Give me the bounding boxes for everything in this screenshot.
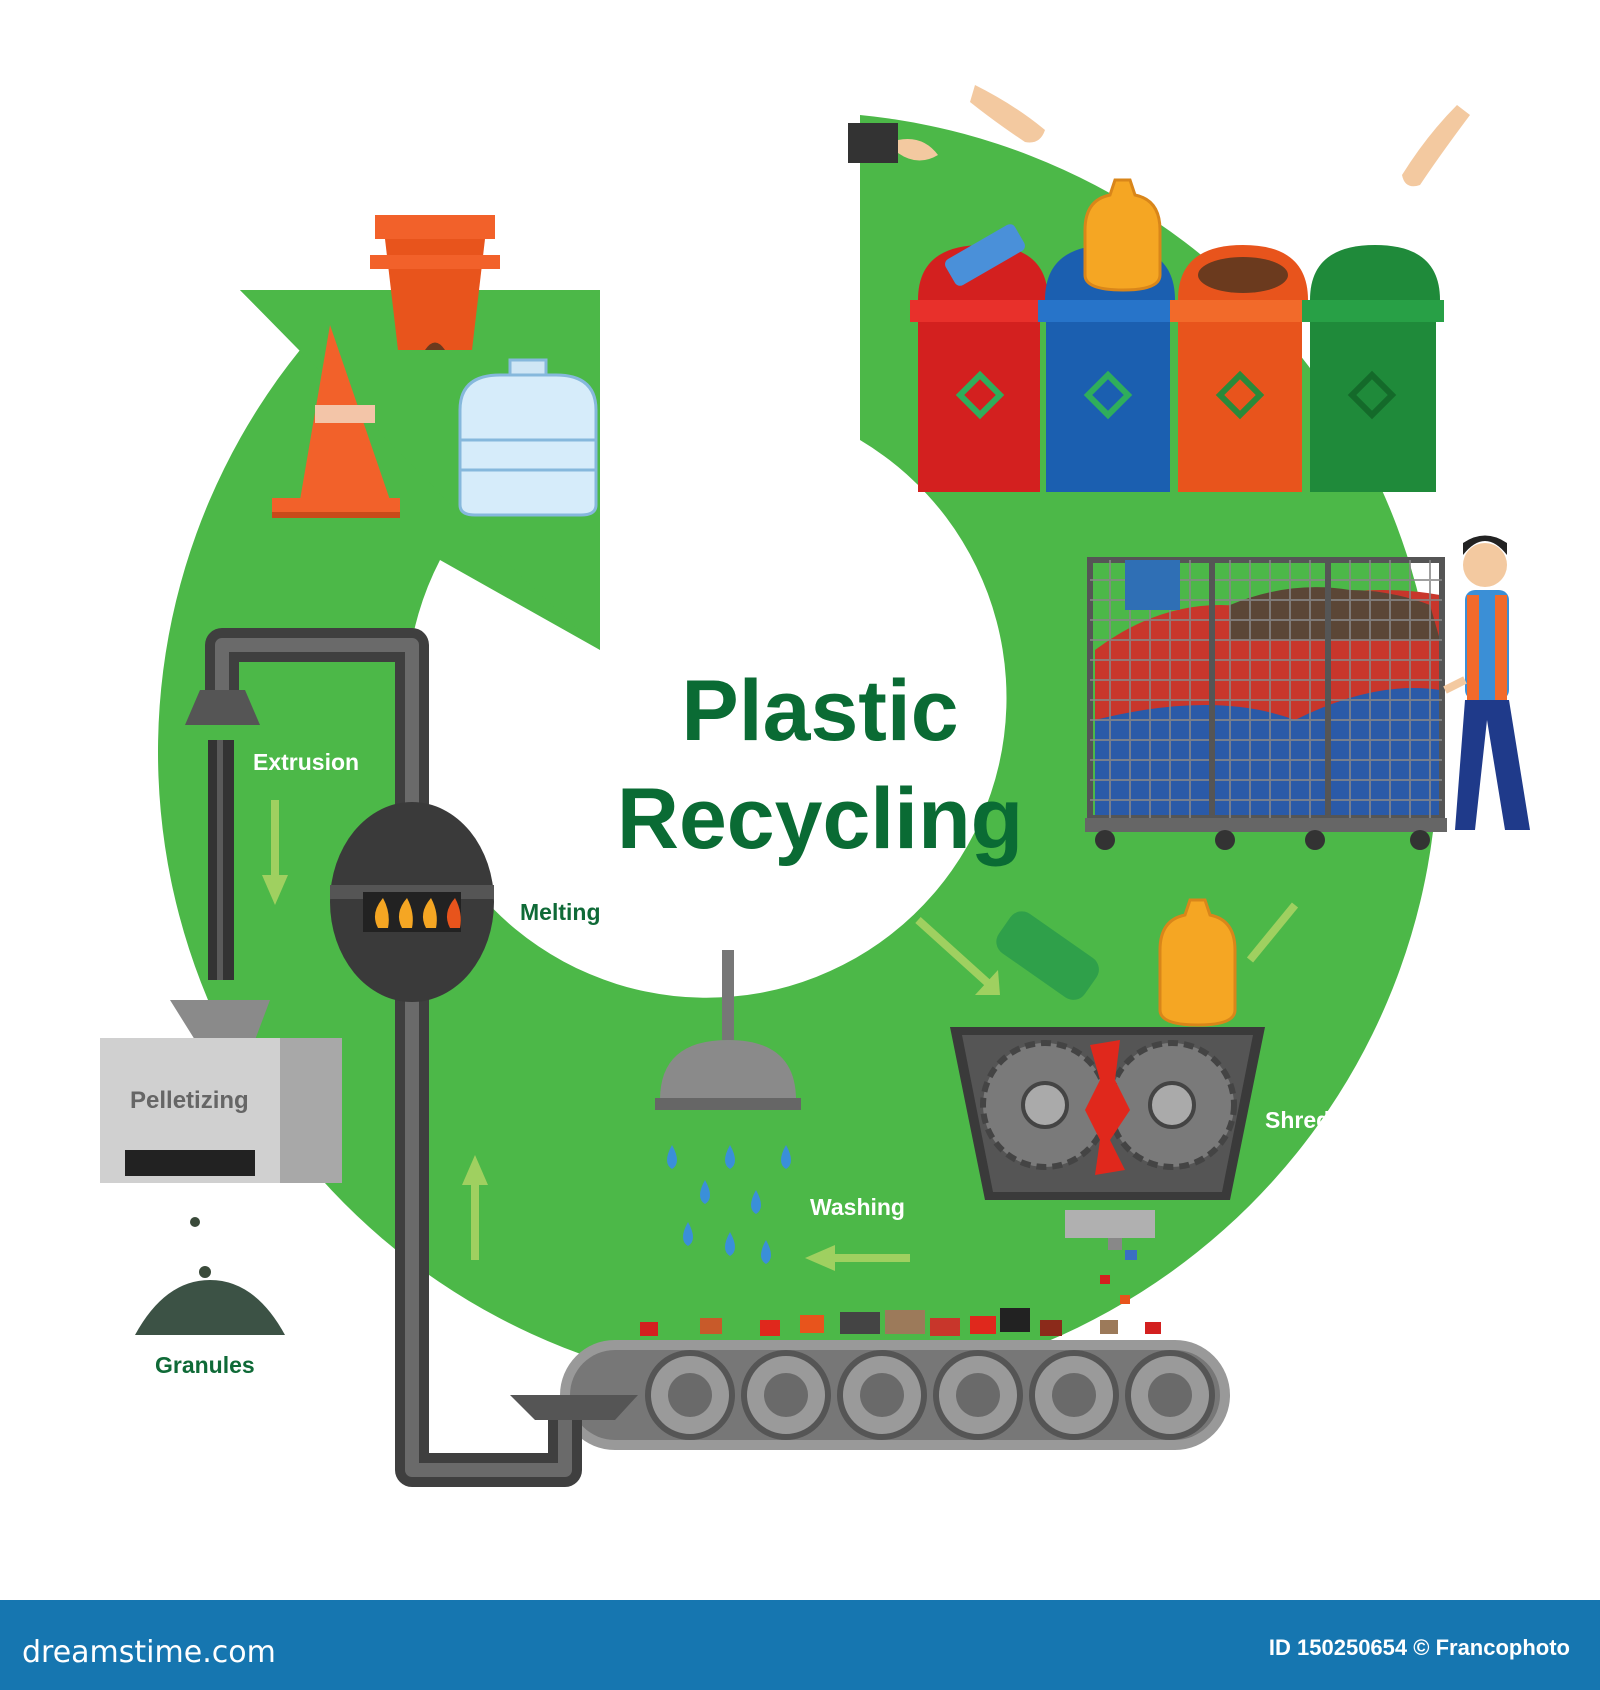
hand-icon — [848, 123, 938, 163]
step-label-shredding: Shredding — [1265, 1107, 1379, 1133]
flame-icon — [422, 898, 437, 928]
water-drop-icon — [683, 1222, 693, 1246]
recycling-bin-icon — [1302, 245, 1444, 492]
recycle-symbol-icon — [1347, 370, 1397, 420]
footer-credit: ID 150250654 © Francophoto — [1269, 1635, 1570, 1660]
step-label-washing: Washing — [810, 1194, 905, 1220]
falling-flakes — [1100, 1250, 1137, 1304]
gear-icon — [741, 1350, 831, 1440]
arrow-icon — [805, 1245, 910, 1271]
water-drop-icon — [761, 1240, 771, 1264]
water-drop-icon — [700, 1180, 710, 1204]
title-line-1: Plastic — [681, 663, 958, 759]
step-label-pelletizing: Pelletizing — [130, 1087, 249, 1114]
water-drop-icon — [725, 1145, 735, 1169]
footer-site: dreamstime.com — [22, 1635, 276, 1670]
water-drop-icon — [781, 1145, 791, 1169]
bottle-icon — [996, 911, 1099, 1000]
bottle-icon — [1158, 898, 1237, 1027]
flame-icon — [398, 898, 413, 928]
gear-icon — [1107, 1040, 1237, 1170]
gear-icon — [1125, 1350, 1215, 1440]
gear-icon — [837, 1350, 927, 1440]
conveyor-icon — [560, 1308, 1230, 1450]
footer-bar — [0, 1600, 1600, 1690]
step-label-granules: Granules — [155, 1352, 255, 1378]
flame-icon — [374, 898, 389, 928]
gear-icon — [1029, 1350, 1119, 1440]
flame-icon — [446, 898, 461, 928]
bottle-icon — [1083, 178, 1162, 292]
step-label-melting: Melting — [520, 899, 601, 925]
hopper — [510, 1395, 638, 1420]
traffic-cone-icon — [272, 325, 400, 518]
incoming-arrow — [915, 917, 1000, 995]
step-label-extrusion: Extrusion — [253, 749, 359, 775]
water-drop-icon — [725, 1232, 735, 1256]
title-line-2: Recycling — [617, 771, 1023, 867]
pipe-icon — [205, 628, 582, 1487]
recycling-bins — [910, 178, 1444, 492]
recycling-bin-icon — [1170, 245, 1310, 492]
water-drop-icon — [751, 1190, 761, 1214]
granules-icon — [135, 1217, 285, 1335]
flower-pot-icon — [370, 215, 500, 350]
pellet-machine-icon — [100, 1000, 342, 1183]
gear-icon — [933, 1350, 1023, 1440]
recycling-bin-icon — [910, 245, 1048, 492]
hand-icon — [970, 85, 1045, 143]
recycling-bin-icon — [1038, 245, 1178, 492]
water-jug-icon — [458, 358, 598, 517]
water-drop-icon — [667, 1145, 677, 1169]
cage-cart-icon — [1085, 557, 1447, 850]
worker-icon — [1443, 535, 1530, 830]
hand-icon — [1402, 105, 1470, 187]
bottle-icon — [945, 224, 1025, 286]
shredder-icon — [950, 1027, 1265, 1250]
recycle-symbol-icon — [955, 370, 1005, 420]
plastic-flakes — [640, 1308, 1161, 1336]
checkmark — [1246, 902, 1299, 963]
extruder-nozzle — [185, 690, 260, 980]
recycle-symbol-icon — [1215, 370, 1265, 420]
arrow-icon — [462, 1155, 488, 1260]
recycle-symbol-icon — [1083, 370, 1133, 420]
shower-head-icon — [655, 950, 801, 1110]
furnace-icon — [330, 802, 494, 1002]
arrow-icon — [262, 800, 288, 905]
water-drops — [667, 1145, 791, 1264]
gear-icon — [645, 1350, 735, 1440]
